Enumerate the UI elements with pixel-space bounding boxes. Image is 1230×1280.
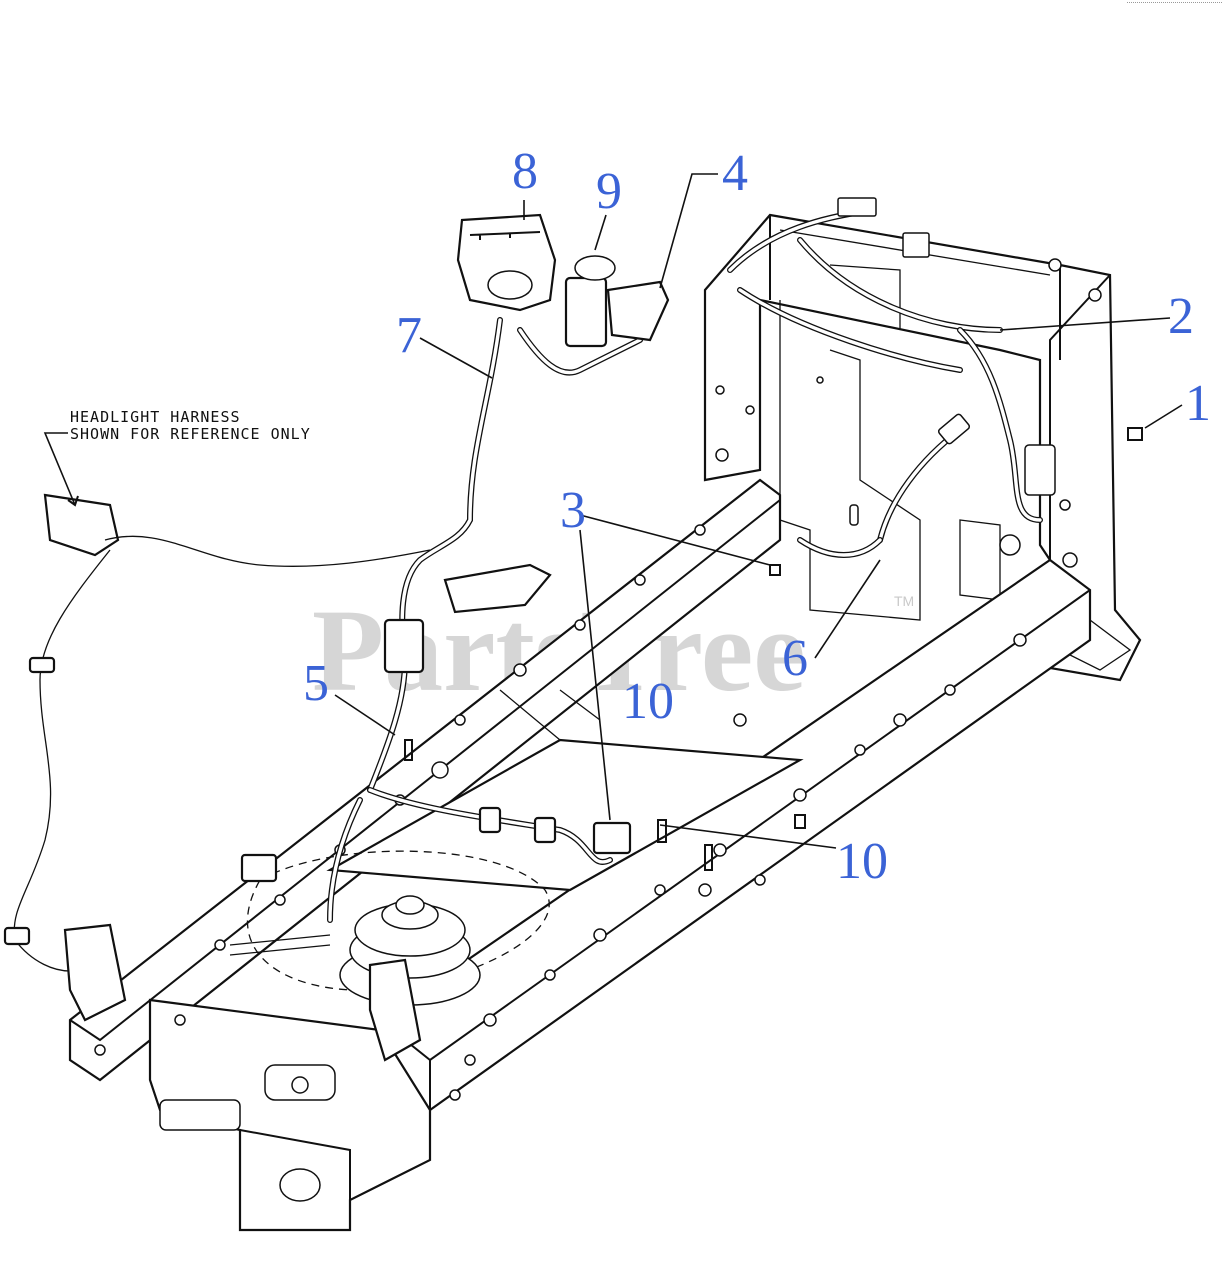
callout-3[interactable]: 3: [560, 482, 586, 539]
callout-7[interactable]: 7: [396, 307, 422, 364]
callout-1[interactable]: 1: [1185, 375, 1211, 432]
callout-10-upper[interactable]: 10: [622, 673, 674, 730]
callout-labels: 1 2 3 4 5 6 7 8 9 10 10: [303, 143, 1211, 890]
callout-2[interactable]: 2: [1168, 288, 1194, 345]
rear-wire-harness: [727, 197, 1056, 558]
corner-dotted-rule: [1127, 2, 1222, 3]
main-wire-harness: [240, 317, 643, 923]
callout-10-lower[interactable]: 10: [836, 833, 888, 890]
callout-6[interactable]: 6: [782, 630, 808, 687]
watermark-tm: TM: [894, 593, 914, 609]
leader-lines: [334, 173, 1183, 849]
callout-4[interactable]: 4: [722, 145, 748, 202]
bolt-hardware: [404, 427, 1143, 871]
reference-note: HEADLIGHT HARNESS SHOWN FOR REFERENCE ON…: [43, 408, 311, 507]
ignition-switch-group: [456, 213, 670, 348]
note-line-2: SHOWN FOR REFERENCE ONLY: [70, 425, 311, 443]
callout-5[interactable]: 5: [303, 655, 329, 712]
note-line-1: HEADLIGHT HARNESS: [70, 408, 241, 426]
callout-8[interactable]: 8: [512, 143, 538, 200]
callout-9[interactable]: 9: [596, 163, 622, 220]
headlight-harness: [3, 493, 552, 1062]
